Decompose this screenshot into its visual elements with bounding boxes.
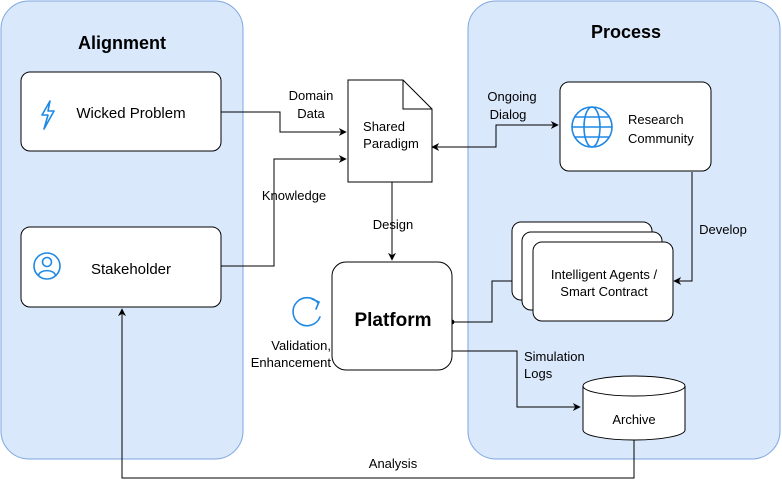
user-circle-icon: [33, 252, 61, 280]
simulation-logs-line2: Logs: [524, 366, 553, 381]
alignment-title: Alignment: [78, 33, 166, 53]
edge-domain-data: [221, 111, 347, 136]
validation-line1: Validation,: [271, 338, 331, 353]
globe-icon: [571, 106, 613, 148]
edge-simulation-logs: [452, 350, 581, 411]
ongoing-dialog-line1: Ongoing: [487, 89, 536, 104]
lightning-icon: [41, 100, 55, 130]
shared-paradigm-line1: Shared: [363, 119, 405, 134]
analysis-label: Analysis: [369, 456, 418, 471]
research-community-node[interactable]: Research Community: [559, 81, 712, 172]
edges: [118, 111, 693, 479]
platform-label: Platform: [354, 310, 431, 331]
develop-label: Develop: [699, 222, 747, 237]
wicked-problem-node[interactable]: Wicked Problem: [20, 71, 222, 152]
edge-ongoing-dialog: [431, 121, 559, 151]
research-community-line2: Community: [628, 131, 694, 146]
knowledge-label: Knowledge: [262, 188, 326, 203]
wicked-problem-label: Wicked Problem: [76, 105, 185, 122]
ongoing-dialog-line2: Dialog: [490, 107, 527, 122]
edge-analysis: [118, 308, 635, 479]
archive-label: Archive: [612, 412, 655, 427]
edge-knowledge: [198, 155, 347, 267]
intelligent-agents-node[interactable]: Intelligent Agents / Smart Contract: [511, 221, 674, 322]
process-title: Process: [591, 22, 661, 42]
domain-data-line2: Data: [297, 106, 325, 121]
design-label: Design: [373, 217, 413, 232]
domain-data-line1: Domain: [289, 88, 334, 103]
edge-labels: Domain Data Knowledge Ongoing Dialog Des…: [251, 88, 747, 471]
archive-node[interactable]: Archive: [582, 375, 686, 441]
shared-paradigm-node[interactable]: Shared Paradigm: [347, 79, 433, 183]
stakeholder-node[interactable]: Stakeholder: [20, 226, 222, 308]
simulation-logs-line1: Simulation: [524, 349, 585, 364]
shared-paradigm-line2: Paradigm: [363, 136, 419, 151]
stakeholder-label: Stakeholder: [91, 261, 171, 278]
platform-node[interactable]: Platform: [331, 261, 453, 371]
edge-develop: [673, 172, 693, 285]
validation-line2: Enhancement: [251, 355, 332, 370]
intelligent-agents-line1: Intelligent Agents /: [551, 267, 658, 282]
research-community-line1: Research: [628, 112, 684, 127]
intelligent-agents-line2: Smart Contract: [560, 284, 648, 299]
refresh-icon: [292, 296, 321, 327]
